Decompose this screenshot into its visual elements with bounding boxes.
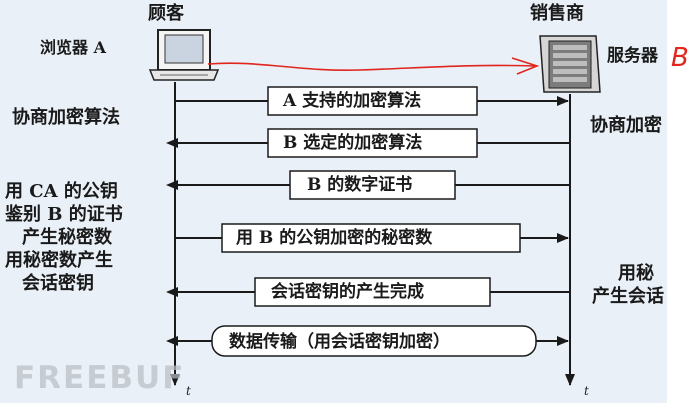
computer-icon — [148, 29, 220, 81]
msg1-label: A 支持的加密算法 — [283, 91, 422, 111]
freebuf-watermark: FREEBUF — [14, 360, 186, 396]
left-note-2: 鉴别 B 的证书 — [5, 204, 123, 225]
msg5-label: 会话密钥的产生完成 — [271, 282, 424, 302]
browser-label: 浏览器 A — [40, 38, 106, 57]
msg6-box — [211, 325, 537, 357]
msg4-label: 用 B 的公钥加密的秘密数 — [236, 228, 433, 248]
left-note-5: 会话密钥 — [22, 273, 94, 294]
right-note-1: 用秘 — [618, 263, 654, 284]
server-label: 服务器 — [607, 46, 658, 66]
left-note-4: 用秘密数产生 — [5, 250, 113, 271]
msg6-label: 数据传输（用会话密钥加密） — [229, 332, 450, 352]
right-margin — [667, 0, 690, 403]
handwritten-arrowhead — [511, 57, 540, 75]
seller-title: 销售商 — [530, 3, 584, 24]
msg3-box — [289, 170, 456, 200]
left-note-3: 产生秘密数 — [22, 227, 112, 248]
msg1-box — [267, 86, 478, 116]
msg4-box — [221, 223, 521, 253]
msg5-box — [254, 277, 491, 307]
handwritten-b: B — [671, 43, 689, 73]
msg3-label: B 的数字证书 — [307, 175, 413, 195]
left-negotiate-label: 协商加密算法 — [12, 107, 120, 128]
right-negotiate-label: 协商加密 — [590, 115, 662, 136]
right-note-2: 产生会话 — [592, 286, 664, 307]
server-tower-icon — [539, 35, 601, 93]
customer-title: 顾客 — [148, 3, 184, 24]
left-note-1: 用 CA 的公钥 — [5, 181, 118, 202]
right-notes-clip: 协商加密 用秘 产生会话 — [582, 0, 667, 403]
msg2-label: B 选定的加密算法 — [283, 133, 423, 153]
msg2-box — [267, 128, 478, 158]
axis-t-right: t — [584, 384, 589, 398]
handwritten-arrow — [207, 62, 536, 72]
axis-t-left: t — [186, 384, 191, 398]
